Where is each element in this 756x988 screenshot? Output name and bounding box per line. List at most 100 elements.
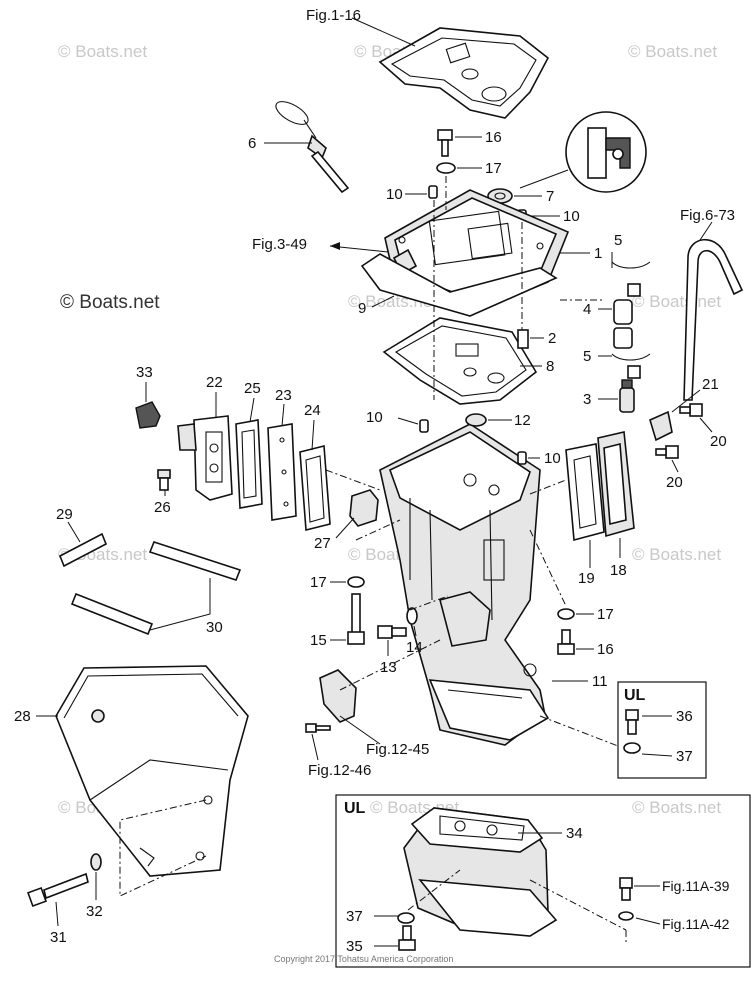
washer-14: [406, 607, 418, 625]
seal-detail-view: [519, 111, 647, 193]
callout-3: 3: [583, 391, 591, 408]
ul-box-large: [335, 794, 751, 968]
ref-fig-3-49: Fig.3-49: [252, 236, 307, 253]
callout-6: 6: [248, 135, 256, 152]
ref-fig-1-16: Fig.1-16: [306, 7, 361, 24]
watermark: © Boats.net: [632, 798, 721, 817]
washer-17-top: [436, 162, 456, 174]
callout-37-small: 37: [676, 748, 693, 765]
dowel-pin-10-a: [428, 185, 438, 199]
water-hose-assembly: [611, 261, 651, 413]
plate-23: [267, 423, 297, 521]
callout-17-top: 17: [485, 160, 502, 177]
ul-label-large: UL: [344, 800, 366, 817]
ref-fig-6-73: Fig.6-73: [680, 207, 735, 224]
callout-10-d: 10: [544, 450, 561, 467]
callout-20-b: 20: [666, 474, 683, 491]
ref-part-fig-12-45: [319, 669, 357, 723]
callout-4: 4: [583, 301, 591, 318]
washer-17-right: [557, 608, 575, 620]
callout-26: 26: [154, 499, 171, 516]
callout-29: 29: [56, 506, 73, 523]
gasket-9: [360, 253, 558, 317]
bolt-20-a: [679, 403, 703, 417]
gasket-24: [299, 444, 331, 532]
callout-21: 21: [702, 376, 719, 393]
top-gasket: [378, 27, 550, 119]
watermark: © Boats.net: [628, 42, 717, 61]
callout-1: 1: [594, 245, 602, 262]
gasket-8: [382, 317, 538, 405]
bolt-20-b: [655, 445, 679, 459]
ul-box-small: [617, 681, 707, 779]
callout-12: 12: [514, 412, 531, 429]
callout-17-right: 17: [597, 606, 614, 623]
callout-9: 9: [358, 300, 366, 317]
callout-2: 2: [548, 330, 556, 347]
ref-fig-12-46: Fig.12-46: [308, 762, 371, 779]
callout-17-left: 17: [310, 574, 327, 591]
rubber-mount-27: [349, 489, 379, 527]
cover-18: [597, 431, 635, 538]
screw-fig-12-46: [305, 723, 331, 733]
watermark: © Boats.net: [632, 545, 721, 564]
bolt-15: [347, 593, 365, 645]
callout-27: 27: [314, 535, 331, 552]
ul-label-small: UL: [624, 687, 646, 704]
bolt-36: [625, 709, 639, 735]
bolt-fig-11a-39: [619, 877, 633, 901]
rubber-strip-30-b: [70, 592, 154, 636]
callout-22: 22: [206, 374, 223, 391]
callout-5-bottom: 5: [583, 348, 591, 365]
callout-14: 14: [406, 639, 423, 656]
cover-22: [177, 415, 233, 501]
dowel-pin-10-d: [517, 451, 527, 465]
bolt-31: [27, 872, 89, 907]
callout-33: 33: [136, 364, 153, 381]
drive-shaft-housing-11: [379, 423, 550, 746]
side-cover-28: [55, 665, 249, 877]
callout-7: 7: [546, 188, 554, 205]
dipstick: [275, 101, 350, 194]
callout-16-right: 16: [597, 641, 614, 658]
washer-32: [90, 853, 102, 871]
callout-10-a: 10: [386, 186, 403, 203]
callout-23: 23: [275, 387, 292, 404]
callout-8: 8: [546, 358, 554, 375]
callout-5-top: 5: [614, 232, 622, 249]
callout-35: 35: [346, 938, 363, 955]
watermark: © Boats.net: [58, 42, 147, 61]
bolt-35: [398, 925, 416, 951]
callout-32: 32: [86, 903, 103, 920]
watermark: © Boats.net: [632, 292, 721, 311]
callout-18: 18: [610, 562, 627, 579]
dowel-pin-10-c: [419, 419, 429, 433]
callout-11: 11: [592, 673, 608, 690]
grommet-33: [135, 401, 161, 429]
rubber-strip-29: [58, 532, 108, 568]
washer-37-small: [623, 742, 641, 754]
washer-fig-11a-42: [618, 911, 634, 921]
callout-37-large: 37: [346, 908, 363, 925]
ref-fig-11a-42: Fig.11A-42: [662, 916, 730, 932]
copyright-notice: Copyright 2017 Tohatsu America Corporati…: [274, 954, 453, 964]
callout-24: 24: [304, 402, 321, 419]
bolt-16-right: [557, 629, 575, 655]
callout-15: 15: [310, 632, 327, 649]
callout-30: 30: [206, 619, 223, 636]
washer-17-left: [347, 576, 365, 588]
callout-19: 19: [578, 570, 595, 587]
washer-37-large: [397, 912, 415, 924]
callout-34: 34: [566, 825, 583, 842]
gasket-25: [235, 419, 263, 509]
fitting-21: [649, 410, 673, 442]
callout-25: 25: [244, 380, 261, 397]
callout-36: 36: [676, 708, 693, 725]
fitting-2: [517, 329, 529, 349]
rubber-strip-30-a: [148, 541, 242, 581]
bolt-13: [377, 625, 407, 639]
callout-10-b: 10: [563, 208, 580, 225]
callout-20-a: 20: [710, 433, 727, 450]
callout-13: 13: [380, 659, 397, 676]
